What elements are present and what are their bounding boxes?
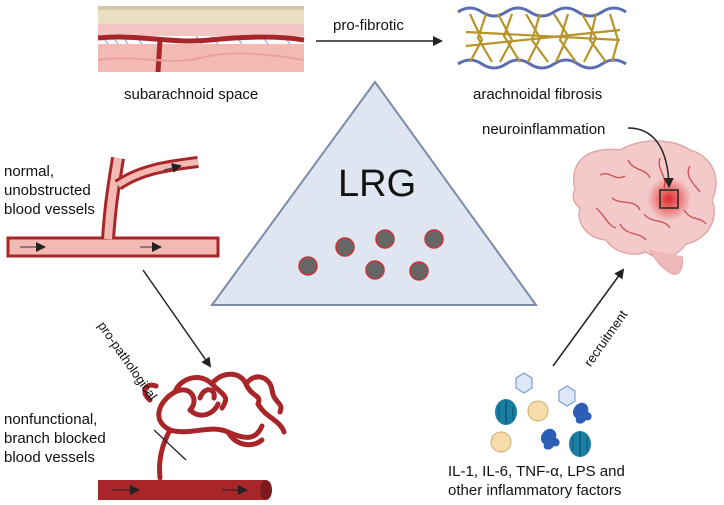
inflammatory-factors-line: IL-1, IL-6, TNF-α, LPS and — [448, 463, 625, 480]
lrg-particle — [424, 229, 444, 249]
beige-cell — [490, 431, 512, 453]
lrg-particle — [335, 237, 355, 257]
blocked-vessels-label: nonfunctional, branch blocked blood vess… — [4, 410, 106, 467]
lrg-title: LRG — [338, 163, 417, 205]
recruitment-arrow — [552, 268, 625, 367]
teal-cell — [569, 431, 591, 457]
lrg-particles — [298, 229, 444, 281]
inflammation-box — [659, 189, 679, 209]
lrg-particle — [375, 229, 395, 249]
normal-vessels-label: normal, unobstructed blood vessels — [4, 162, 95, 219]
normal-vessels-line: normal, — [4, 163, 55, 180]
arachnoidal-fibrosis-illustration — [457, 6, 627, 70]
blue-factor — [572, 402, 592, 424]
inflammation-hotspot — [647, 177, 691, 221]
blocked-vessels-line: nonfunctional, — [4, 411, 98, 428]
inflammatory-factors-line: other inflammatory factors — [448, 482, 622, 499]
blocked-vessels-line: blood vessels — [4, 449, 95, 466]
lrg-particle — [298, 256, 318, 276]
pro-pathological-arrow — [142, 269, 212, 368]
lrg-triangle — [210, 80, 538, 306]
arachnoidal-fibrosis-label: arachnoidal fibrosis — [473, 86, 603, 103]
beige-cell — [527, 400, 549, 422]
subarachnoid-space-label: subarachnoid space — [124, 86, 259, 103]
hexagon-molecule — [515, 372, 533, 394]
neuroinflammation-pointer-arrow — [627, 127, 674, 188]
hexagon-molecule — [558, 385, 576, 407]
normal-blood-vessels-illustration — [6, 156, 220, 258]
brain-illustration — [572, 140, 717, 275]
normal-vessels-line: blood vessels — [4, 201, 95, 218]
pro-fibrotic-label: pro-fibrotic — [333, 17, 404, 34]
inflammatory-factors-label: IL-1, IL-6, TNF-α, LPS and other inflamm… — [448, 462, 625, 500]
neuroinflammation-label: neuroinflammation — [482, 121, 606, 138]
teal-cell — [495, 399, 517, 425]
blue-factor — [540, 428, 560, 450]
blocked-blood-vessels-illustration — [98, 371, 287, 500]
inflammatory-factors-illustration — [490, 372, 592, 457]
lrg-particle — [365, 260, 385, 280]
normal-vessels-line: unobstructed — [4, 182, 91, 199]
blocked-vessels-line: branch blocked — [4, 430, 106, 447]
lrg-particle — [409, 261, 429, 281]
subarachnoid-space-illustration — [97, 6, 305, 73]
